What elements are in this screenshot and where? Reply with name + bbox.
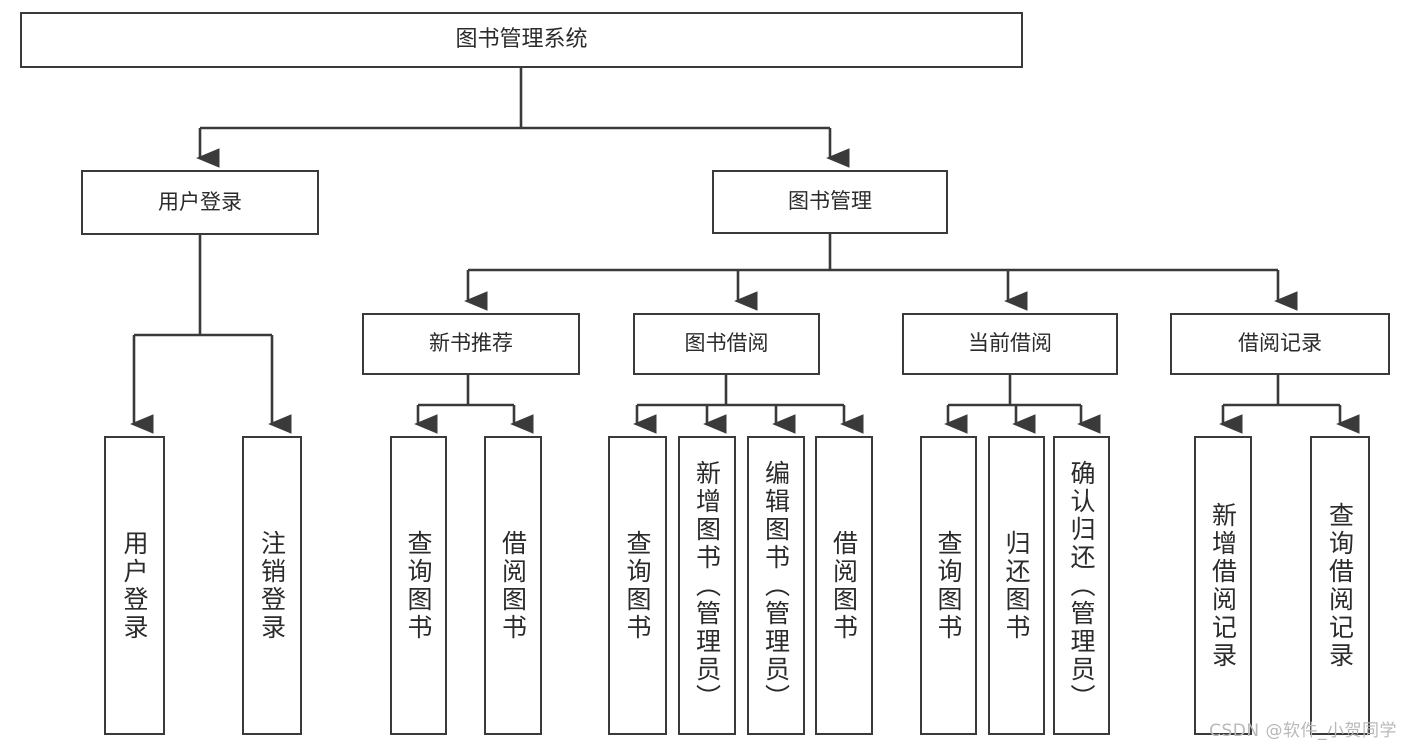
node-root-label: 图书管理系统 (455, 26, 588, 52)
node-book-borrow-label: 图书借阅 (684, 331, 769, 356)
leaf-query-book-2-label: 查询图书 (623, 529, 652, 642)
node-current-borrow-label: 当前借阅 (968, 331, 1052, 356)
node-book-manage-label: 图书管理 (788, 189, 872, 214)
leaf-user-login-label: 用户登录 (120, 529, 149, 642)
leaf-borrow-book-2-label: 借阅图书 (829, 529, 859, 642)
leaf-add-book[interactable]: 新增图书（管理员） (678, 436, 736, 735)
leaf-add-record-label: 新增借阅记录 (1208, 501, 1238, 670)
node-new-book-rec[interactable]: 新书推荐 (362, 313, 580, 375)
leaf-borrow-book-2[interactable]: 借阅图书 (815, 436, 873, 735)
node-borrow-record-label: 借阅记录 (1238, 331, 1322, 356)
leaf-edit-book[interactable]: 编辑图书（管理员） (747, 436, 805, 735)
node-root[interactable]: 图书管理系统 (20, 12, 1023, 68)
leaf-confirm-return-label: 确认归还（管理员） (1067, 459, 1096, 712)
node-borrow-record[interactable]: 借阅记录 (1170, 313, 1390, 375)
node-current-borrow[interactable]: 当前借阅 (902, 313, 1118, 375)
leaf-return-book-label: 归还图书 (1002, 529, 1031, 642)
leaf-query-book-3-label: 查询图书 (934, 529, 963, 642)
leaf-user-login[interactable]: 用户登录 (104, 436, 165, 735)
leaf-borrow-book-1[interactable]: 借阅图书 (484, 436, 542, 735)
leaf-confirm-return[interactable]: 确认归还（管理员） (1053, 436, 1110, 735)
node-new-book-rec-label: 新书推荐 (429, 331, 513, 356)
leaf-logout[interactable]: 注销登录 (242, 436, 302, 735)
leaf-query-book-1-label: 查询图书 (404, 529, 433, 642)
node-user-login[interactable]: 用户登录 (81, 170, 319, 235)
node-user-login-label: 用户登录 (158, 189, 242, 214)
leaf-query-book-1[interactable]: 查询图书 (390, 436, 447, 735)
leaf-query-book-2[interactable]: 查询图书 (608, 436, 667, 735)
leaf-borrow-book-1-label: 借阅图书 (498, 529, 528, 642)
leaf-add-book-label: 新增图书（管理员） (692, 459, 722, 712)
leaf-logout-label: 注销登录 (257, 529, 287, 642)
node-book-borrow[interactable]: 图书借阅 (633, 313, 820, 375)
leaf-query-record[interactable]: 查询借阅记录 (1310, 436, 1370, 735)
leaf-query-book-3[interactable]: 查询图书 (920, 436, 977, 735)
node-book-manage[interactable]: 图书管理 (712, 170, 948, 234)
leaf-add-record[interactable]: 新增借阅记录 (1194, 436, 1252, 735)
leaf-return-book[interactable]: 归还图书 (988, 436, 1045, 735)
leaf-edit-book-label: 编辑图书（管理员） (761, 459, 791, 712)
leaf-query-record-label: 查询借阅记录 (1325, 501, 1355, 670)
